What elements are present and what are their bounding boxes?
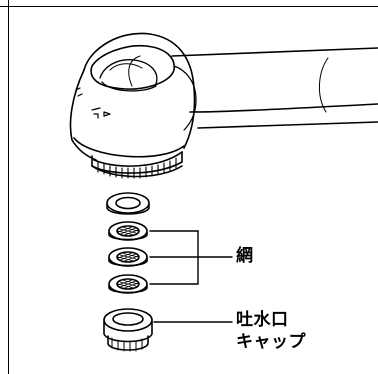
frame-top-edge (0, 6, 378, 7)
frame-left-edge (8, 0, 9, 374)
mesh-screen-2 (108, 247, 148, 267)
mesh-screen-1 (108, 221, 148, 241)
faucet-arm (171, 47, 378, 129)
spout-cap (103, 308, 153, 352)
spout-cap-label-line1: 吐水口 (236, 310, 289, 330)
spout-head (69, 32, 197, 179)
spout-cap-label: 吐水口 キャップ (236, 309, 306, 353)
spout-cap-label-line2: キャップ (236, 332, 306, 352)
washer (106, 192, 150, 215)
mesh-callout-bracket (149, 230, 233, 285)
mesh-label: 網 (236, 246, 254, 266)
mesh-screen-3 (108, 274, 148, 294)
